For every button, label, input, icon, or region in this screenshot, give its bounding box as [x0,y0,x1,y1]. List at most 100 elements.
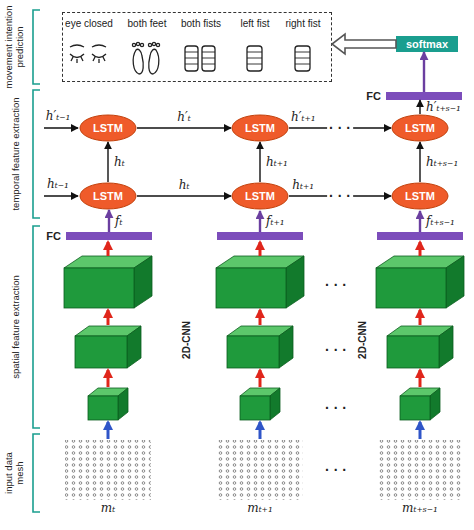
softmax-label: softmax [396,36,458,52]
toe-dots [132,42,159,46]
cnn-layer [75,326,141,368]
output-arrow [332,34,396,54]
cnn-blocks [64,256,464,420]
fc-bars [217,232,463,240]
flow-arrow [259,310,262,325]
lstm-label: LSTM [391,182,449,210]
ellipsis: · · · [323,277,349,293]
lstm-ellipse [232,115,288,141]
feature-arrow [259,211,261,232]
fc-arrows [260,211,420,232]
flow-arrow [259,242,262,256]
lstm-label: LSTM [79,182,137,210]
mesh-grid [217,440,303,500]
lstm-ellipse [80,183,136,209]
flow-arrow [107,370,110,387]
class-label: eye closed [57,18,121,29]
flow-arrow [259,142,260,182]
mesh-grid [65,440,151,500]
lstm-label: LSTM [231,114,289,142]
flow-arrow [259,370,262,387]
softmax-box: softmax [396,36,458,52]
lstm-label: LSTM [79,114,137,142]
finger-lines [185,52,310,64]
data-mesh: mₜ₊ₛ₋₁ [377,440,463,500]
cnn-layer [64,256,152,308]
cnn-layer [227,326,293,368]
input-arrow [419,422,422,439]
data-mesh: mₜ₊₁ [217,440,303,500]
class-label: both feet [115,18,179,29]
cnn-layer [216,256,304,308]
lstm-ellipse [392,183,448,209]
data-meshes [65,440,463,500]
feature-arrow [419,211,421,232]
cnn-layer [400,388,440,420]
state-label: hₜ₋₁ [47,177,69,191]
state-arrow [44,127,78,128]
flow-arrow [419,100,420,114]
ellipsis: · · · [323,342,349,358]
lstm-ellipse [80,115,136,141]
fc-bar [217,232,303,240]
class-panel: eye closedboth feetboth fistsleft fistri… [62,12,332,82]
input-arrows [44,128,78,196]
edge-label: hₜ [179,178,190,192]
edge-label: hₜ₊₁ [266,155,288,169]
flow-arrow [137,195,231,196]
flow-arrow [107,242,110,256]
flow-arrow [419,310,422,325]
state-label: h′ₜ₋₁ [46,109,71,123]
lstm-ellipse [392,115,448,141]
fc-bar [377,232,463,240]
cnn-arrows [108,242,420,387]
data-mesh: mₜ [65,440,151,500]
bracket [33,10,40,84]
section-label: input data mesh [3,447,25,499]
foot-icon [149,49,159,74]
flow-arrow [108,210,110,232]
class-icons [70,42,310,74]
flow-arrow [137,127,231,128]
fc-label: FC [366,90,381,102]
flow-arrow [419,370,422,387]
fist-icon [295,46,310,71]
edge-label: h′ₜ [177,110,190,124]
eye-icon [70,45,106,63]
flow-arrow [419,142,420,182]
edge-label: fₜ [115,214,122,228]
state-arrow [44,195,78,196]
layer-label: 2D-CNN [181,321,192,359]
lstm-cell: LSTM [231,114,289,142]
mesh-arrows [108,422,420,439]
fist-icon [185,46,198,71]
cnn-layer [387,326,453,368]
edge-label: hₜ₊ₛ₋₁ [426,155,458,169]
flow-arrow [419,242,422,256]
lstm-cell: LSTM [79,114,137,142]
lstm-cell: LSTM [391,114,449,142]
ellipsis: · · · [323,462,349,478]
mesh-grid [377,440,463,500]
section-label: movement intention prediction [3,1,25,93]
section-label: temporal feature extraction [10,79,21,229]
class-label: both fists [169,18,233,29]
section-label: spatial feature extraction [10,232,21,422]
edge-label: h′ₜ₊ₛ₋₁ [426,100,461,114]
ellipsis: · · · [327,188,353,204]
cnn-layer [240,388,280,420]
layer-label: 2D-CNN [357,321,368,359]
class-label: right fist [271,18,335,29]
feature-label: fₜ₊₁ [266,214,285,228]
edge-label: h′ₜ₊₁ [291,110,316,124]
foot-icon [133,49,143,74]
ellipsis: · · · [327,120,353,136]
flow-arrow [107,142,108,182]
cnn-layer [376,256,464,308]
fist-icon [202,46,215,71]
